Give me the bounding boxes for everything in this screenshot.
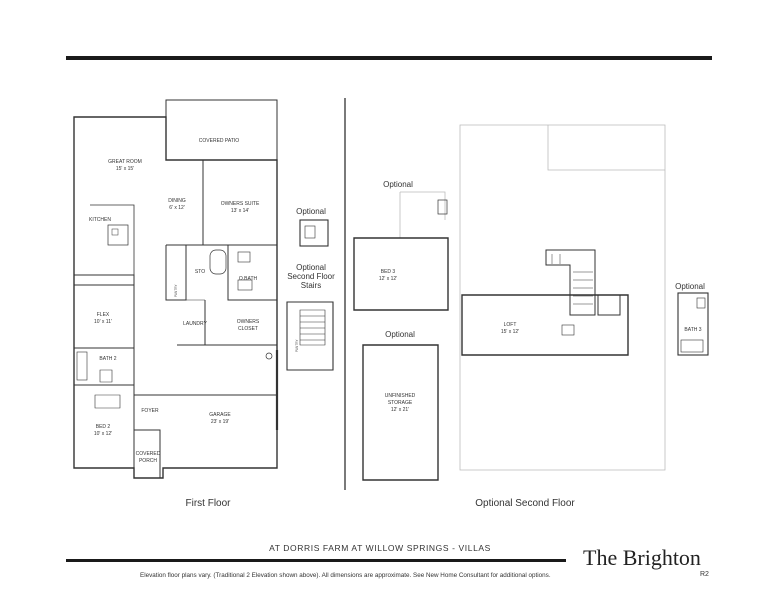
room-loft-size: 15' x 12' [501, 329, 519, 335]
room-covered-porch-1: COVERED [136, 451, 161, 457]
room-covered-patio: COVERED PATIO [199, 138, 239, 144]
caption-second-floor: Optional Second Floor [475, 498, 575, 509]
second-floor-plan [353, 199, 629, 481]
optional-label-bath3: Optional [675, 282, 705, 291]
room-bed-3-size: 12' x 12' [379, 276, 397, 282]
room-dining: DINING [168, 198, 186, 204]
room-covered-porch-2: PORCH [139, 458, 157, 464]
community-title: AT DORRIS FARM AT WILLOW SPRINGS - VILLA… [269, 543, 491, 553]
plan-name: The Brighton [583, 545, 701, 570]
room-bath-2: BATH 2 [99, 356, 116, 362]
room-pantry: PANTRY [174, 283, 178, 297]
optional-stairs-line-3: Stairs [301, 281, 321, 290]
top-rule [66, 56, 712, 60]
room-dining-size: 6' x 12' [169, 205, 185, 211]
optional-stairs-line-2: Second Floor [287, 272, 335, 281]
room-loft: LOFT [504, 322, 517, 328]
room-garage-size: 23' x 19' [211, 419, 229, 425]
first-floor-plan [73, 99, 279, 479]
room-owners-suite: OWNERS SUITE [221, 201, 260, 207]
room-bed-3: BED 3 [381, 269, 396, 275]
room-laundry: LAUNDRY [183, 321, 207, 327]
room-foyer: FOYER [141, 408, 159, 414]
room-bath-3: BATH 3 [684, 327, 701, 333]
stairs-pantry-label: PANTRY [295, 338, 299, 352]
optional-bath-3-plan [677, 292, 709, 356]
room-owners-closet-2: CLOSET [238, 326, 258, 332]
optional-first-floor-bath [299, 219, 329, 247]
disclaimer-text: Elevation floor plans vary. (Traditional… [140, 572, 551, 579]
room-flex-size: 10' x 11' [94, 319, 112, 325]
room-great-room: GREAT ROOM [108, 159, 142, 165]
room-obath: O.BATH [239, 276, 258, 282]
bottom-rule [66, 559, 566, 562]
room-garage: GARAGE [209, 412, 231, 418]
room-bed-2: BED 2 [96, 424, 111, 430]
optional-stairs-plan [286, 301, 334, 371]
room-bed-2-size: 10' x 12' [94, 431, 112, 437]
optional-label-storage: Optional [385, 330, 415, 339]
second-floor-dashed-outline [399, 124, 666, 471]
optional-label-bed3: Optional [383, 180, 413, 189]
room-unfinished-storage-1: UNFINISHED [385, 393, 416, 399]
room-sto: STO [195, 269, 205, 275]
room-unfinished-storage-2: STORAGE [388, 400, 413, 406]
optional-label-bath: Optional [296, 207, 326, 216]
optional-stairs-line-1: Optional [296, 263, 326, 272]
room-owners-closet-1: OWNERS [237, 319, 260, 325]
caption-first-floor: First Floor [186, 498, 232, 509]
room-owners-suite-size: 13' x 14' [231, 208, 249, 214]
room-kitchen: KITCHEN [89, 217, 111, 223]
room-flex: FLEX [97, 312, 110, 318]
room-unfinished-storage-size: 12' x 21' [391, 407, 409, 413]
revision-tag: R2 [700, 571, 709, 578]
room-great-room-size: 15' x 15' [116, 166, 134, 172]
